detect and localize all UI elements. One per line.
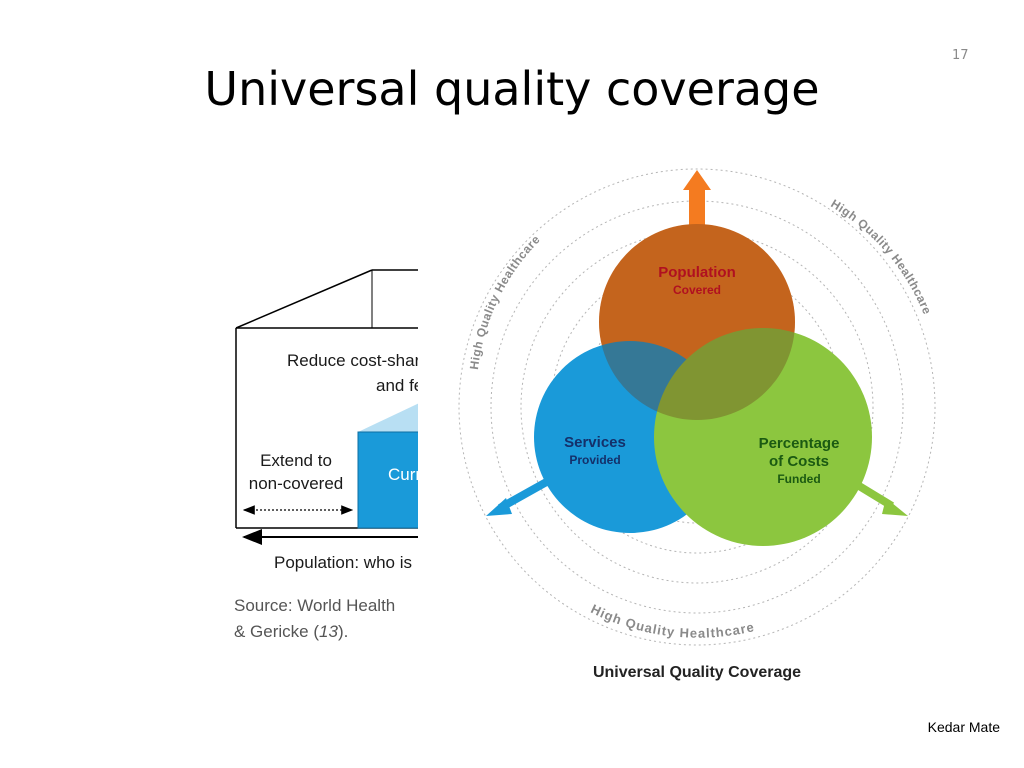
- svg-text:Provided: Provided: [569, 453, 620, 467]
- extend-line1: Extend to: [260, 451, 332, 470]
- source-line1: Source: World Health: [234, 596, 395, 615]
- reduce-cost-line1: Reduce cost-shari: [287, 351, 424, 370]
- population-label: Population Covered: [658, 264, 736, 297]
- arrow-left-down: [486, 476, 552, 516]
- venn-circles: [534, 224, 872, 546]
- source-line2: & Gericke (13).: [234, 622, 348, 641]
- svg-text:Percentage: Percentage: [759, 435, 840, 452]
- slide-title: Universal quality coverage: [204, 62, 820, 116]
- venn-caption: Universal Quality Coverage: [593, 664, 801, 681]
- svg-text:Funded: Funded: [777, 472, 820, 486]
- population-axis-label: Population: who is: [274, 553, 412, 572]
- slide-number: 17: [952, 48, 969, 63]
- costs-label: Percentage of Costs Funded: [759, 435, 840, 486]
- costs-circle: [654, 328, 872, 546]
- svg-text:of Costs: of Costs: [769, 453, 829, 470]
- footer-author: Kedar Mate: [927, 719, 1000, 735]
- reduce-cost-line2: and fe: [376, 376, 423, 395]
- current-label: Curr: [388, 465, 421, 484]
- ring-text-top-right: High Quality Healthcare: [828, 197, 934, 317]
- current-pooled-box: [357, 431, 418, 529]
- ring-text-bottom: High Quality Healthcare: [589, 601, 756, 641]
- population-overlay: [599, 224, 795, 420]
- extend-line2: non-covered: [249, 474, 344, 493]
- svg-text:Covered: Covered: [673, 283, 721, 297]
- svg-text:Services: Services: [564, 434, 626, 451]
- current-pooled-top: [358, 403, 418, 432]
- services-label: Services Provided: [564, 434, 626, 467]
- svg-text:Population: Population: [658, 264, 736, 281]
- ring-text-top-left: High Quality Healthcare: [467, 232, 543, 370]
